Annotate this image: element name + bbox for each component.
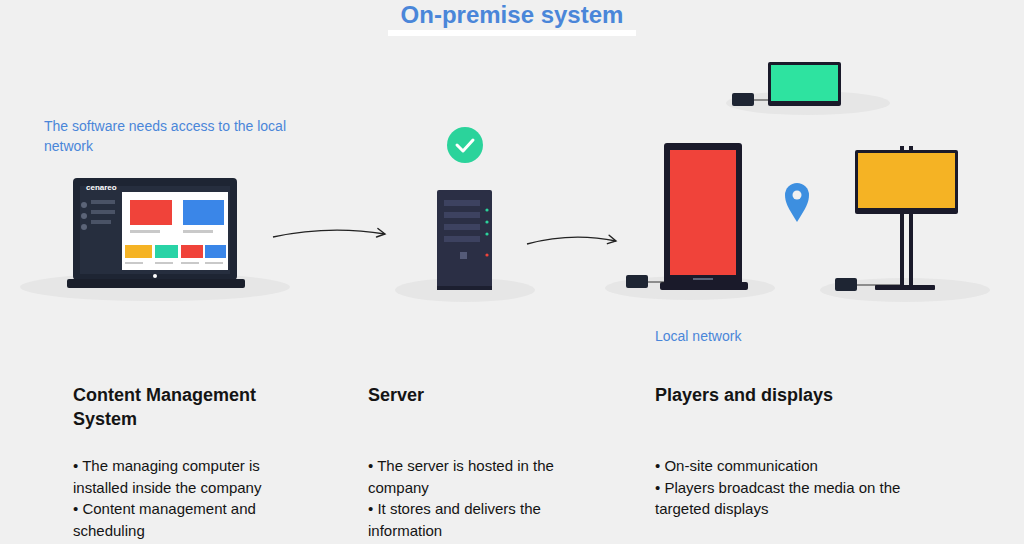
server-tower-part [485,208,488,211]
laptop-illustration-part [125,262,143,264]
server-tower [437,190,492,290]
laptop-illustration-part [181,262,199,264]
laptop-illustration-part [67,279,245,288]
laptop-illustration-part [73,178,237,280]
tv-on-stand-part [855,150,958,214]
server-tower-part [444,212,480,218]
brand-logo: cenareo [86,183,126,193]
players-column: Players and displays• On-site communicat… [620,60,990,295]
laptop-illustration-part [205,262,223,264]
laptop-illustration-part [205,245,226,258]
bullet-text: • It stores and delivers the information [368,498,600,541]
monitor-display [768,62,841,106]
laptop-illustration-part [130,230,160,233]
media-player-part [835,278,857,291]
media-player-part [648,282,664,283]
node-text-group: Server• The server is hosted in the comp… [368,383,600,541]
floor-shadow-part [20,273,290,301]
laptop-illustration-part [130,200,172,225]
laptop-illustration-part [183,200,224,225]
kiosk-display-part [693,278,713,280]
kiosk-display-part [660,282,748,290]
laptop-illustration-part [122,192,228,270]
server-tower-part [437,190,492,290]
media-player-part [626,275,648,288]
laptop-illustration-part [81,213,87,219]
node-text-group: Players and displays• On-site communicat… [655,383,907,520]
laptop-illustration-part [91,220,111,224]
column-heading: Content Management System [73,383,305,455]
laptop-illustration-part [81,224,87,230]
cms-column: Content Management System• The managing … [68,178,246,290]
arrow-head [377,228,385,237]
server-tower-part [437,286,492,290]
network-label: Local network [655,326,805,346]
column-heading: Server [368,383,600,455]
monitor-display-part [775,102,835,105]
check-badge [447,127,483,163]
laptop-illustration-part [153,274,157,278]
kiosk-display [660,143,748,290]
floor-shadow-part [820,278,990,302]
media-player-part [732,93,754,106]
flow-arrow [527,235,616,244]
monitor-display-part [771,65,838,101]
server-tower-part [485,253,488,256]
arrow-line [273,230,385,237]
server-tower-part [485,220,488,223]
check-badge-part [447,127,483,163]
tv-on-stand-part [858,153,955,208]
bullet-text: • On-site communication [655,455,907,477]
check-badge-part [457,140,473,151]
laptop-illustration-part [80,186,230,274]
kiosk-display-part [664,143,742,285]
bullet-text: • The managing computer is installed ins… [73,455,305,498]
laptop-illustration-part [155,262,173,264]
arrow-head [607,235,616,243]
location-pin-part [793,191,802,200]
bullet-text: • Players broadcast the media on the tar… [655,477,907,520]
kiosk-display-part [670,150,736,275]
server-tower-part [485,232,488,235]
bullet-text: • Content management and scheduling [73,498,305,541]
laptop-illustration-part [155,245,178,258]
server-tower-part [460,252,467,259]
diagram-title: On-premise system [0,0,1024,30]
tv-on-stand-part [875,285,935,290]
node-text-group: Content Management System• The managing … [73,383,305,541]
column-heading: Players and displays [655,383,907,455]
tv-on-stand [855,146,958,290]
title-underline [388,30,636,36]
monitor-display-part [768,62,841,106]
laptop-illustration-part [91,200,115,204]
server-tower-part [444,236,480,242]
server-column: Server• The server is hosted in the comp… [437,190,492,292]
bullet-text: • The server is hosted in the company [368,455,600,498]
flow-arrow [273,228,385,237]
arrow-line [527,237,616,244]
location-pin [785,183,809,222]
server-tower-part [444,200,480,206]
floor-shadow [20,91,990,302]
network-note: The software needs access to the local n… [44,116,306,156]
laptop-illustration-part [81,202,87,208]
laptop-illustration [67,178,245,288]
laptop-illustration-part [183,230,213,233]
laptop-illustration-part [91,210,115,214]
title-underline-part [388,30,636,36]
laptop-illustration-part [181,245,203,258]
location-pin-part [785,183,809,222]
laptop-illustration-part [125,245,152,258]
server-tower-part [444,224,480,230]
